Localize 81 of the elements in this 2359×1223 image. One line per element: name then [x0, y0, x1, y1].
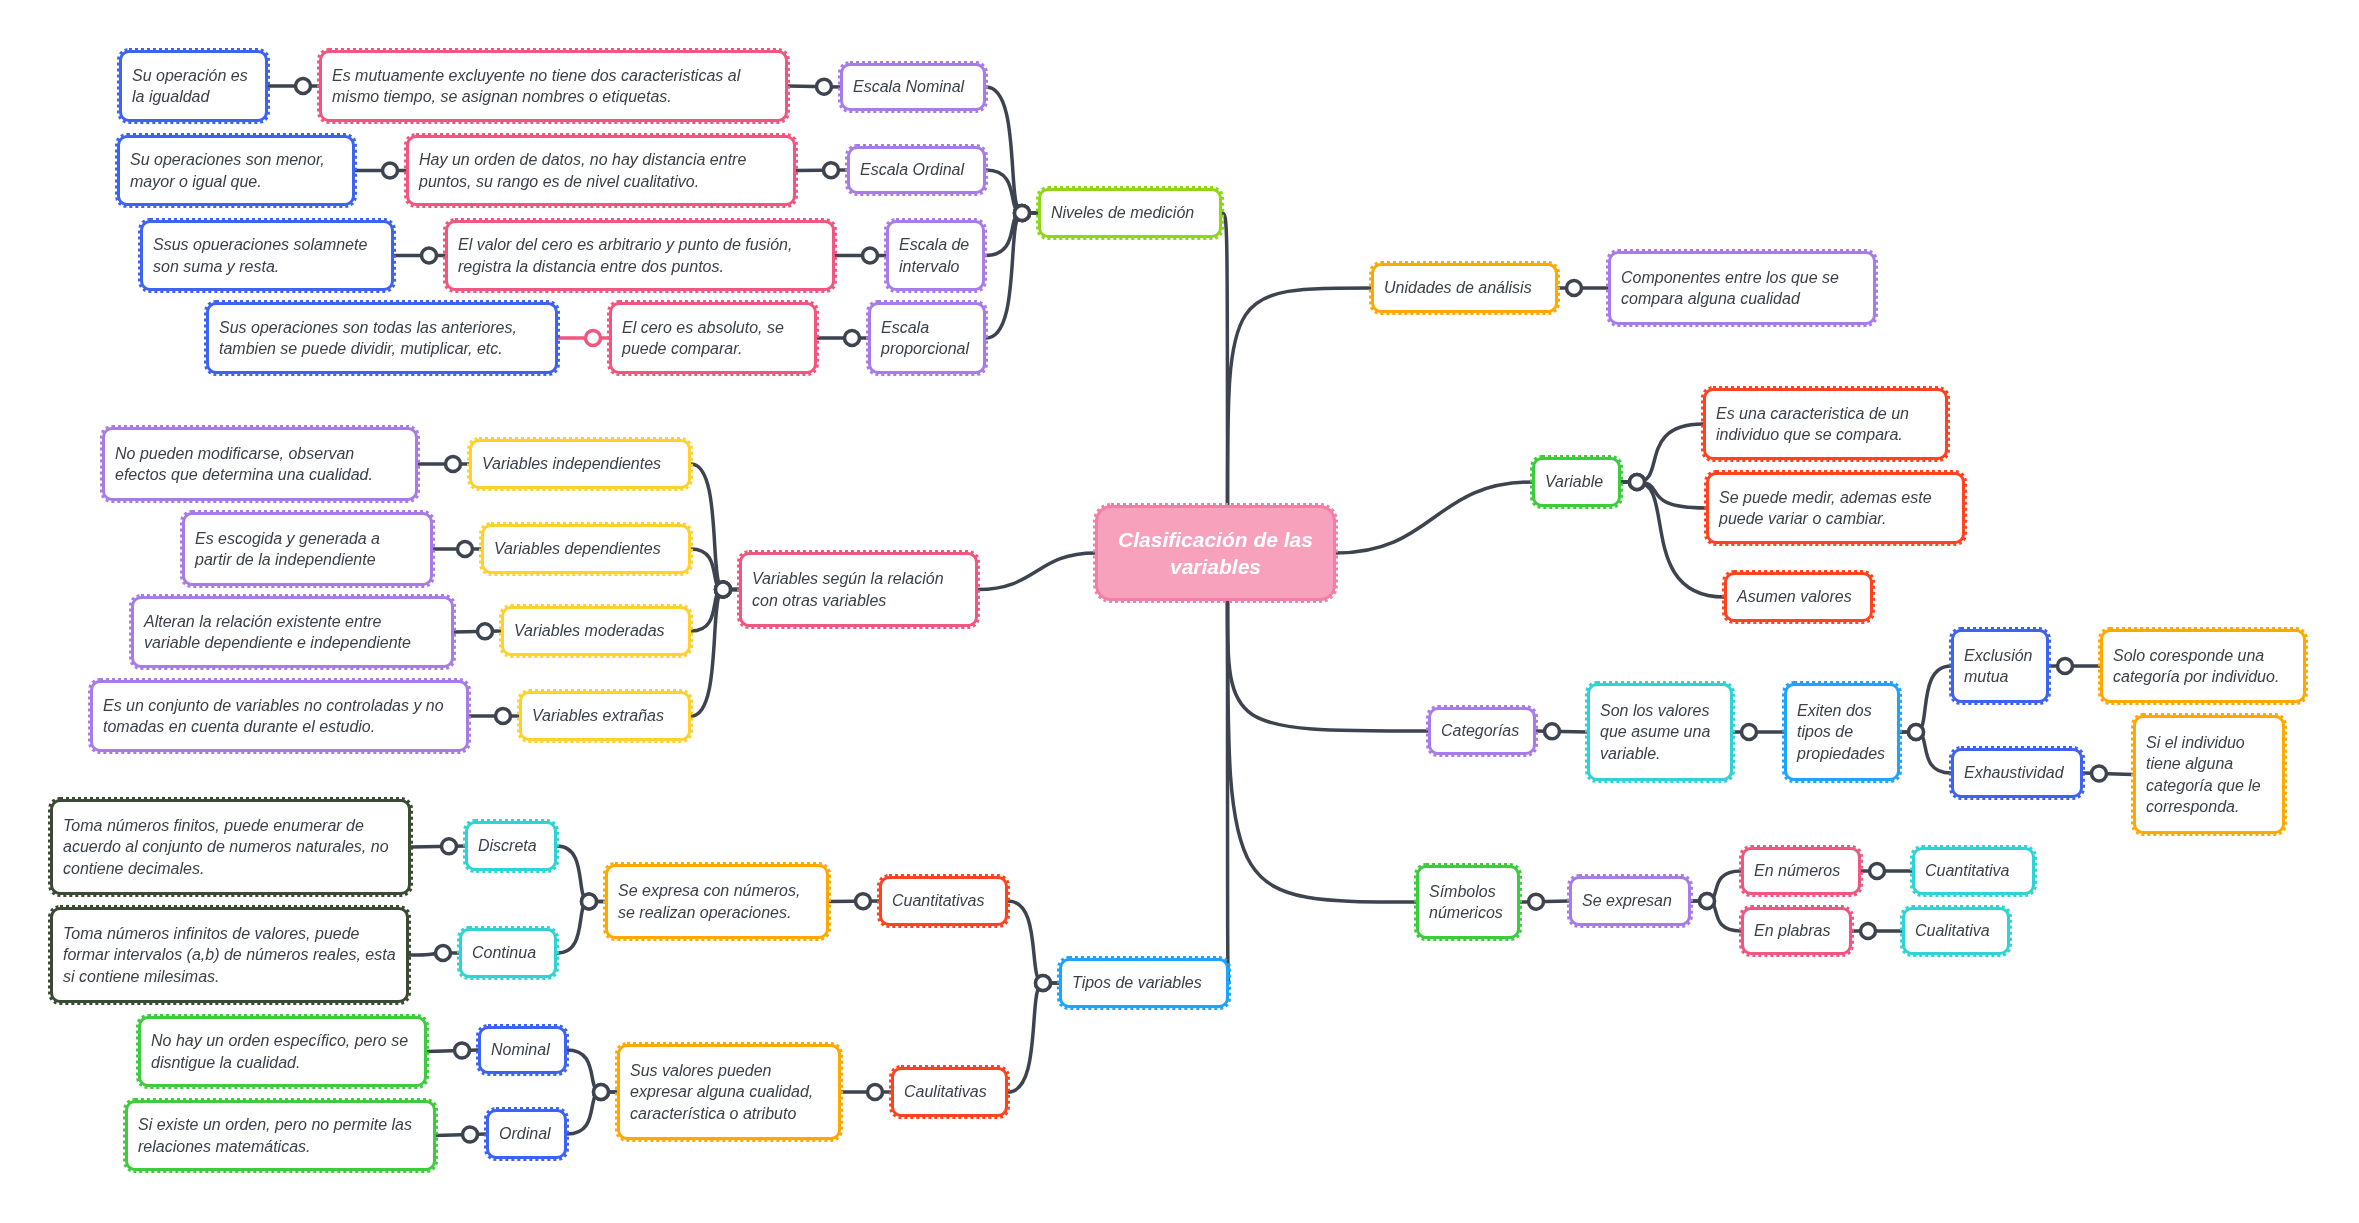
connector-line	[1850, 921, 1904, 941]
topic-box: Ordinal	[486, 1109, 567, 1159]
topic-box: Cualitativa	[1902, 907, 2010, 955]
connector-line	[409, 837, 467, 856]
topic-box: Caulitativas	[891, 1067, 1008, 1117]
topic-box: El valor del cero es arbitrario y punto de fusión, registra la distancia entre dos puntos.	[445, 220, 835, 291]
topic-box: En números	[1741, 847, 1861, 895]
connector-line	[1534, 722, 1589, 741]
connector-line	[407, 943, 461, 963]
topic-box: Alteran la relación existente entre variable dependiente e independiente	[131, 596, 454, 668]
topic-box: Su operaciones son menor, mayor o igual que.	[117, 135, 355, 206]
connector-line	[2047, 656, 2102, 676]
connector-line	[434, 1125, 488, 1144]
connector-line	[833, 246, 888, 265]
topic-box: Exiten dos tipos de propiedades	[1784, 683, 1900, 781]
topic-box: Continua	[459, 928, 557, 978]
connector-line	[976, 551, 1097, 592]
topic-box: Escala proporcional	[868, 302, 986, 374]
topic-box: Niveles de medición	[1038, 188, 1222, 238]
topic-box: No hay un orden específico, pero se disntigue la cualidad.	[138, 1016, 427, 1087]
topic-box: Es escogida y generada a partir de la independiente	[182, 512, 433, 586]
topic-box: Se expresa con números, se realizan operaciones.	[605, 864, 829, 939]
topic-box: Hay un orden de datos, no hay distancia entre puntos, su rango es de nivel cualitativo.	[406, 135, 796, 206]
topic-box: Se puede medir, ademas este puede variar o cambiar.	[1706, 472, 1965, 544]
topic-box: Escala de intervalo	[886, 220, 985, 291]
connector-line	[467, 706, 521, 726]
topic-box: Es una caracteristica de un individuo que se compara.	[1703, 388, 1948, 460]
connector-line	[827, 891, 881, 911]
topic-box: Toma números finitos, puede enumerar de acuerdo al conjunto de numeros naturales, no contiene decimales.	[50, 799, 411, 895]
connector-line	[1898, 722, 1953, 775]
topic-box: Son los valores que asume una variable.	[1587, 683, 1733, 781]
connector-line	[452, 622, 503, 641]
topic-box: Cuantitativa	[1912, 847, 2035, 895]
topic-box: Variables moderadas	[501, 606, 691, 656]
topic-box: Discreta	[465, 821, 557, 871]
connector-line	[1619, 472, 1726, 599]
connector-line	[1689, 891, 1743, 933]
central-topic-box: Clasificación de las variables	[1095, 505, 1336, 601]
connector-line	[565, 1082, 619, 1136]
connector-line	[1518, 892, 1571, 911]
topic-box: El cero es absoluto, se puede comparar.	[609, 302, 817, 374]
topic-box: Sus valores pueden expresar alguna cualidad, característica o atributo	[617, 1044, 841, 1140]
topic-box: Cuantitativas	[879, 876, 1008, 926]
topic-box: Ssus opueraciones solamnete son suma y resta.	[140, 220, 394, 291]
topic-box: Nominal	[478, 1026, 567, 1074]
connector-line	[353, 161, 408, 180]
topic-box: Toma números infinitos de valores, puede formar intervalos (a,b) de números reales, esta si contiene milesimas.	[50, 907, 409, 1003]
topic-box: Exclusión mutua	[1951, 629, 2049, 703]
topic-box: Solo coresponde una categoría por individuo.	[2100, 629, 2306, 703]
connector-line	[431, 539, 483, 559]
topic-box: Asumen valores	[1724, 572, 1873, 622]
connector-line	[425, 1041, 480, 1060]
topic-box: Si existe un orden, pero no permite las relaciones matemáticas.	[125, 1100, 436, 1171]
topic-box: Variable	[1532, 457, 1621, 507]
topic-box: Escala Nominal	[840, 63, 986, 111]
topic-box: Es un conjunto de variables no controladas y no tomadas en cuenta durante el estudio.	[90, 680, 469, 752]
connector-line	[1731, 722, 1786, 742]
topic-box: Si el individuo tiene alguna categoría que le corresponda.	[2133, 715, 2285, 834]
topic-box: Variables dependientes	[481, 524, 691, 574]
topic-box: Unidades de análisis	[1371, 263, 1558, 313]
connector-line	[1859, 861, 1914, 881]
topic-box: Se expresan	[1569, 876, 1691, 926]
topic-box: Componentes entre los que se compara alguna cualidad	[1608, 251, 1876, 325]
topic-box: Variables independientes	[469, 439, 691, 489]
topic-box: No pueden modificarse, observan efectos que determina una cualidad.	[102, 427, 418, 501]
topic-box: Exhaustividad	[1951, 748, 2083, 798]
topic-box: Categorías	[1428, 707, 1536, 755]
connector-line	[1334, 480, 1534, 555]
topic-box: Su operación es la igualdad	[119, 50, 268, 122]
connector-line	[1006, 973, 1061, 1094]
topic-box: Es mutuamente excluyente no tiene dos caracteristicas al mismo tiempo, se asignan nombres o etiquetas.	[319, 50, 788, 122]
connector-line	[416, 454, 471, 474]
topic-box: Escala Ordinal	[847, 146, 986, 194]
topic-box: Sus operaciones son todas las anteriores, tambien se puede dividir, mutiplicar, etc.	[206, 302, 558, 374]
topic-box: Tipos de variables	[1059, 958, 1229, 1008]
topic-box: Variables según la relación con otras variables	[739, 552, 978, 627]
topic-box: Variables extrañas	[519, 691, 691, 741]
topic-box: Símbolos númericos	[1416, 865, 1520, 939]
topic-box: En plabras	[1741, 907, 1852, 955]
connector-line	[786, 77, 842, 96]
connector-line	[1225, 286, 1373, 507]
